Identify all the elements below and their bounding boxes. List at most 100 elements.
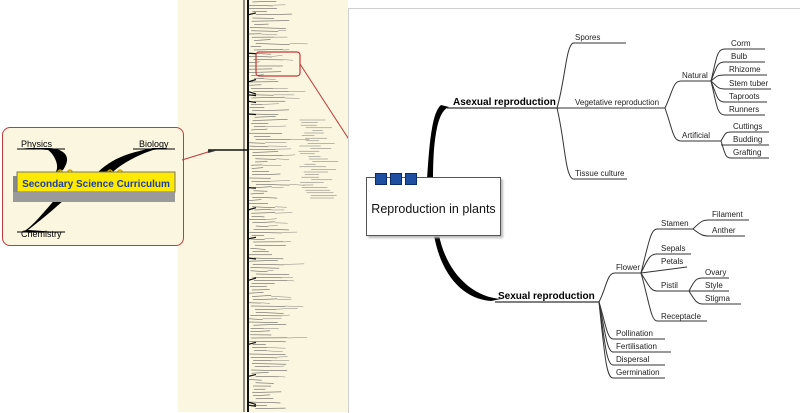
handle-square-icon[interactable] (390, 173, 402, 185)
central-node[interactable]: Reproduction in plants (366, 177, 501, 236)
minimap-line (262, 104, 279, 105)
sepals-label: Sepals (661, 244, 685, 253)
minimap-line (272, 55, 282, 56)
minimap-line (270, 366, 285, 367)
minimap-line (282, 315, 290, 316)
handle-square-icon[interactable] (405, 173, 417, 185)
minimap-line (249, 319, 263, 320)
minimap-line (287, 337, 307, 338)
minimap-line (252, 1, 276, 2)
physics-branch (23, 148, 67, 173)
inset-physics-label: Physics (21, 139, 53, 149)
minimap-line (248, 95, 256, 96)
vegetative-label: Vegetative reproduction (575, 98, 659, 107)
minimap-line (253, 152, 279, 153)
minimap-line (283, 60, 293, 61)
zoom-inset: Secondary Science Curriculum Physics Bio… (2, 127, 184, 246)
artificial-label: Artificial (682, 131, 710, 140)
minimap-line (249, 341, 286, 342)
minimap-line (249, 56, 272, 57)
stigma-label: Stigma (705, 294, 730, 303)
pollination-label: Pollination (616, 329, 653, 338)
minimap-line (267, 351, 283, 352)
minimap-line (278, 30, 286, 31)
minimap-line (252, 392, 281, 393)
minimap-line (248, 380, 261, 381)
budding-label: Budding (733, 135, 762, 144)
minimap-line (248, 208, 256, 210)
minimap-line (283, 155, 295, 156)
minimap-line (249, 146, 268, 147)
minimap-line (251, 75, 263, 76)
minimap-line (284, 264, 304, 265)
minimap-line (251, 357, 277, 358)
stem-tuber-label: Stem tuber (729, 79, 768, 88)
minimap-line (276, 308, 298, 309)
taproots-label: Taproots (729, 92, 760, 101)
minimap-line (251, 31, 278, 32)
minimap-line (252, 364, 286, 365)
minimap-line (248, 13, 256, 15)
minimap-line (252, 373, 269, 374)
minimap-line (256, 312, 284, 313)
minimap-line (276, 159, 289, 160)
minimap-line (266, 219, 277, 220)
minimap-line (255, 117, 276, 118)
minimap-line (252, 168, 263, 169)
minimap-line (252, 296, 271, 297)
minimap-line (248, 374, 256, 376)
minimap-line (249, 5, 273, 6)
minimap-line (251, 193, 264, 194)
minimap-line (254, 40, 271, 41)
minimap-line (251, 129, 267, 130)
minimap-line (256, 383, 274, 384)
minimap-line (250, 286, 267, 287)
minimap-line (264, 79, 275, 80)
minimap-line (267, 348, 285, 349)
corm-label: Corm (731, 39, 751, 48)
minimap-line (250, 268, 279, 269)
minimap-line (249, 72, 281, 73)
handle-square-icon[interactable] (375, 173, 387, 185)
minimap-line (250, 402, 280, 403)
rhizome-label: Rhizome (729, 65, 761, 74)
minimap-line (250, 28, 286, 29)
minimap-line (256, 274, 289, 275)
minimap-line (265, 238, 275, 239)
ovary-label: Ovary (705, 268, 726, 277)
natural-label: Natural (682, 71, 708, 80)
overview-minimap[interactable] (178, 0, 348, 412)
fertilisation-label: Fertilisation (616, 342, 657, 351)
minimap-line (249, 62, 260, 63)
minimap-line (271, 296, 290, 297)
minimap-line (256, 44, 290, 45)
minimap-line (270, 181, 290, 182)
minimap-line (249, 232, 281, 233)
minimap-line (287, 280, 294, 281)
style-label: Style (705, 281, 723, 290)
inset-chemistry-label: Chemistry (21, 229, 62, 239)
minimap-line (248, 239, 265, 240)
minimap-line (249, 293, 264, 294)
minimap-line (248, 79, 256, 82)
inset-biology-label: Biology (139, 139, 169, 149)
minimap-line (266, 126, 286, 127)
cuttings-label: Cuttings (733, 122, 762, 131)
petals-label: Petals (661, 257, 683, 266)
minimap-line (248, 342, 256, 344)
minimap-line (250, 271, 267, 272)
sexual-branch (434, 235, 501, 301)
flower-label: Flower (616, 263, 640, 272)
minimap-line (261, 303, 270, 304)
tissue-culture-label: Tissue culture (575, 169, 625, 178)
minimap-line (252, 222, 274, 223)
spores-label: Spores (575, 33, 600, 42)
asexual-label: Asexual reproduction (453, 97, 556, 108)
grafting-label: Grafting (733, 148, 761, 157)
minimap-line (251, 370, 287, 371)
minimap-line (254, 258, 284, 259)
bulb-label: Bulb (731, 52, 748, 61)
minimap-line (279, 376, 286, 377)
minimap-line (253, 324, 286, 325)
minimap-line (248, 188, 256, 189)
